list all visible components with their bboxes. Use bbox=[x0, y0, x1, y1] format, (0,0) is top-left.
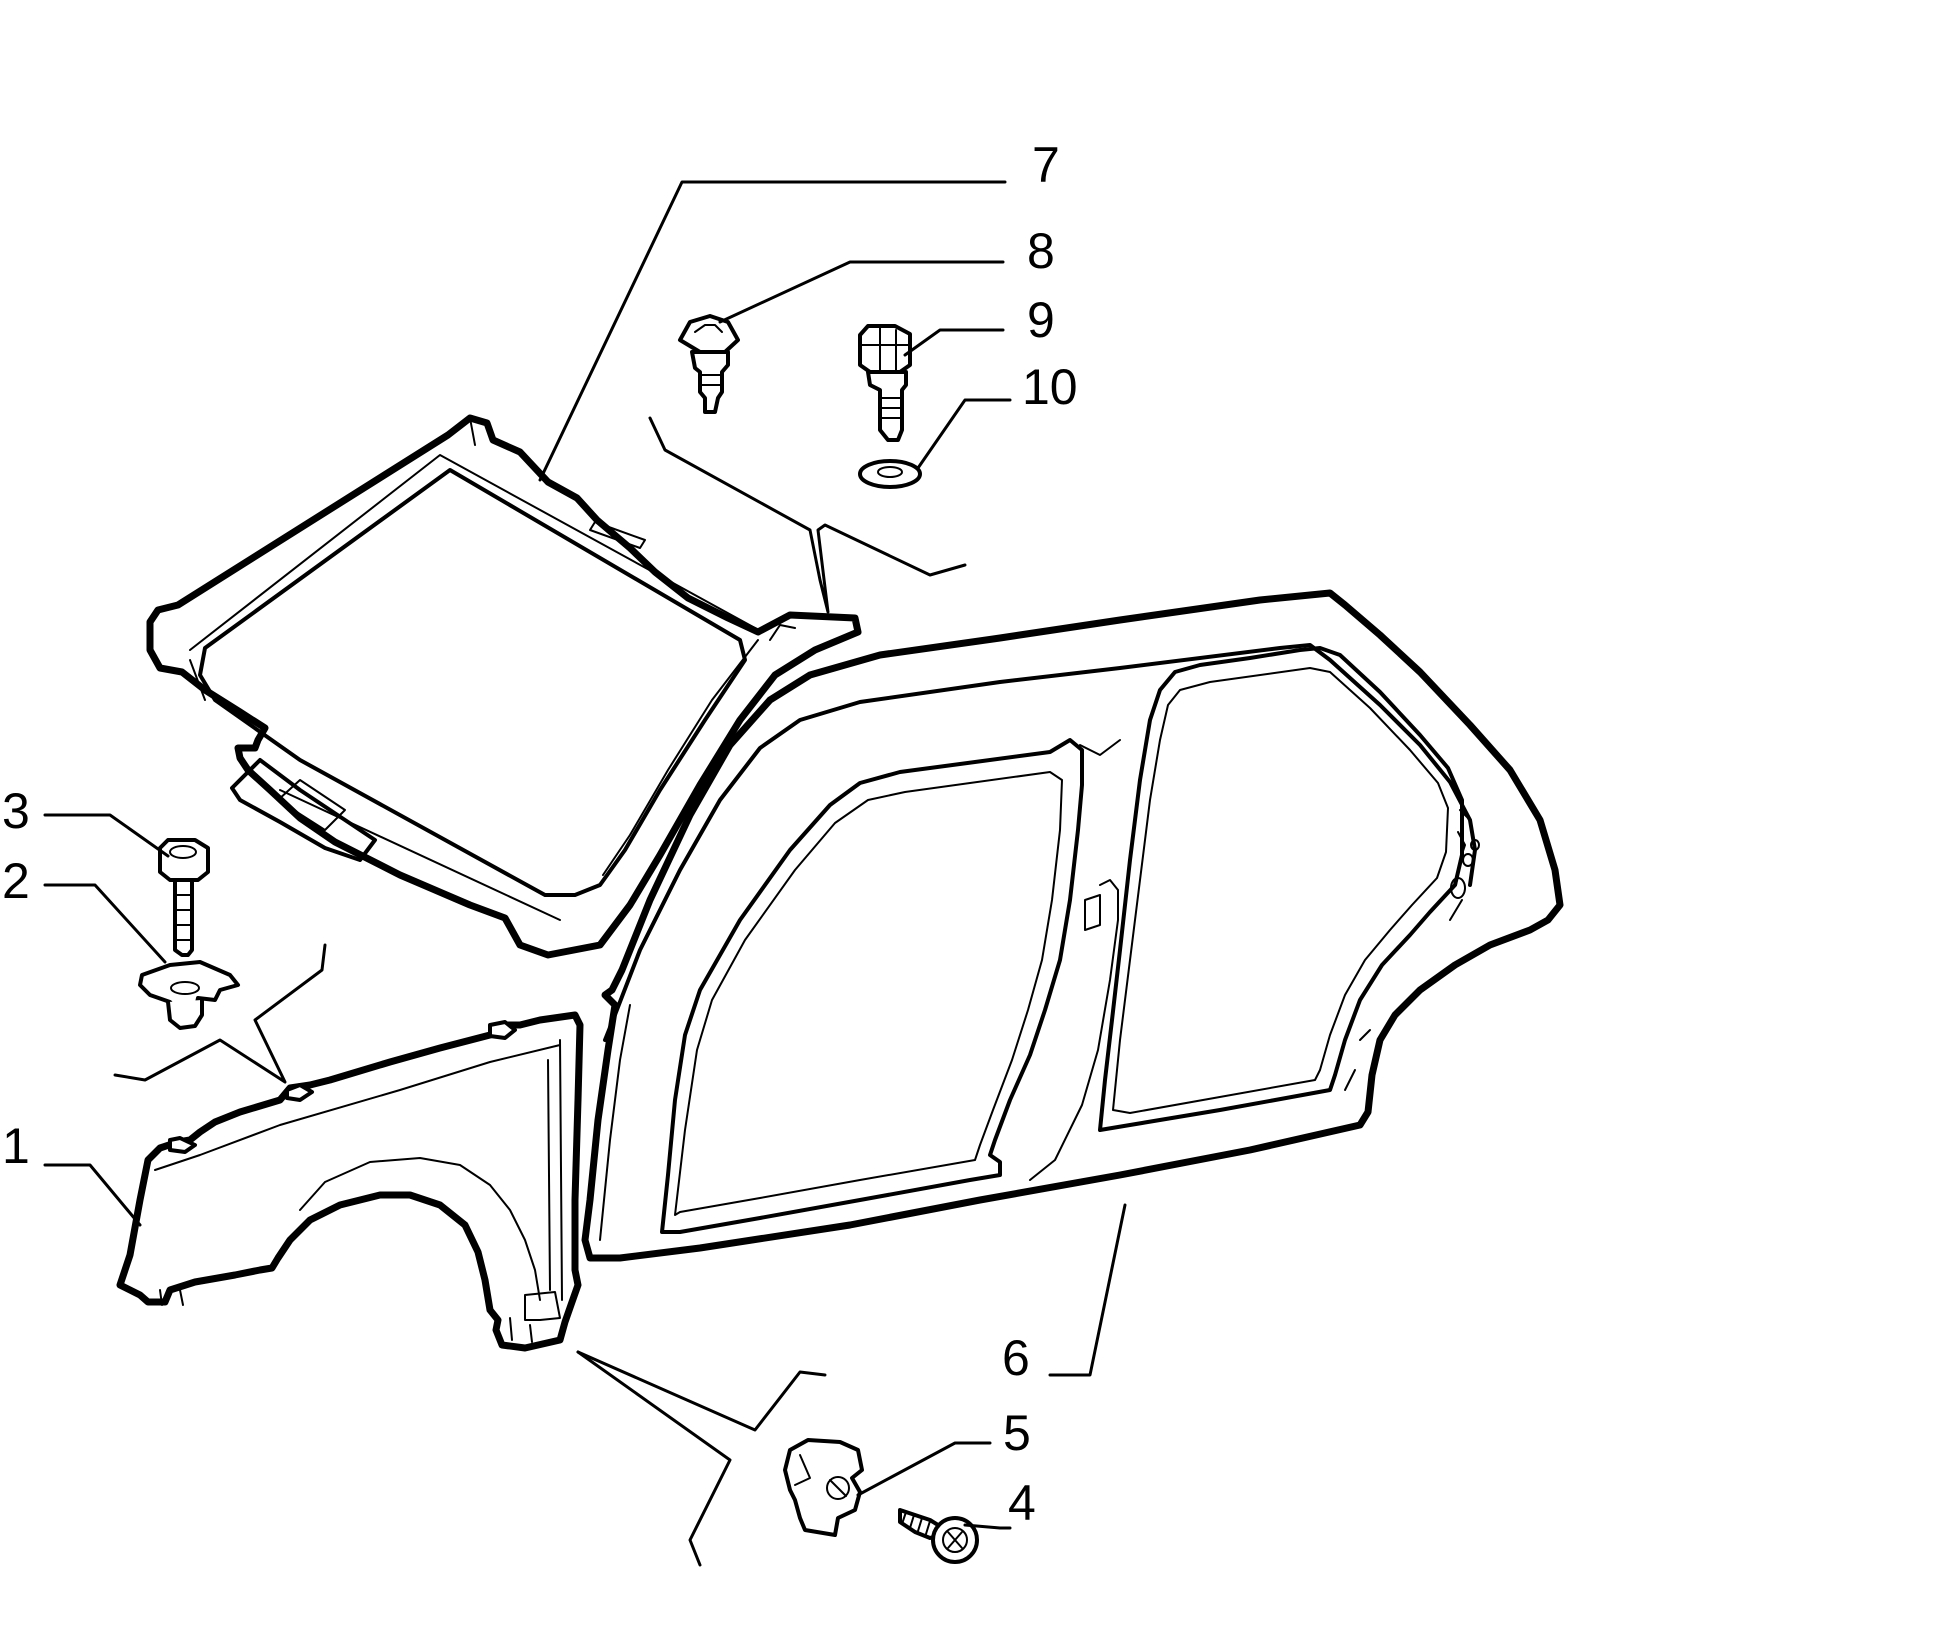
callout-8: 8 bbox=[1027, 223, 1055, 279]
callout-5: 5 bbox=[1003, 1405, 1031, 1461]
body-side-frame-part bbox=[581, 589, 1564, 1262]
callout-6: 6 bbox=[1002, 1330, 1030, 1386]
leader-3 bbox=[43, 813, 170, 858]
clip-lower-part bbox=[783, 1438, 864, 1537]
callout-4: 4 bbox=[1008, 1475, 1036, 1531]
callout-10: 10 bbox=[1022, 359, 1078, 415]
callout-2: 2 bbox=[2, 853, 30, 909]
leader-4 bbox=[963, 1523, 1012, 1530]
leader-10 bbox=[916, 398, 1012, 470]
leader-7 bbox=[538, 180, 1007, 482]
callout-labels: 1 2 3 4 5 6 7 8 9 10 bbox=[2, 137, 1078, 1531]
leader-8 bbox=[718, 260, 1005, 324]
leader-5 bbox=[856, 1441, 992, 1497]
leader-lines bbox=[43, 180, 1127, 1530]
assembly-guide-lines bbox=[113, 416, 967, 1567]
callout-3: 3 bbox=[2, 783, 30, 839]
callout-7: 7 bbox=[1032, 137, 1060, 193]
leader-6 bbox=[1048, 1203, 1127, 1377]
front-fender-part bbox=[116, 1011, 584, 1352]
roof-windshield-frame-part bbox=[146, 414, 862, 959]
leader-1 bbox=[43, 1163, 142, 1227]
screw-lower-part bbox=[898, 1508, 979, 1564]
bolt-upper-part bbox=[158, 838, 210, 957]
washer-part bbox=[858, 459, 922, 489]
cage-nut-plate-part bbox=[138, 960, 240, 1030]
leader-2 bbox=[43, 883, 167, 964]
bolt-flanged-part bbox=[678, 314, 740, 414]
bolt-hex-part bbox=[858, 324, 912, 442]
callout-1: 1 bbox=[2, 1118, 30, 1174]
callout-9: 9 bbox=[1027, 292, 1055, 348]
leader-9 bbox=[903, 328, 1005, 357]
